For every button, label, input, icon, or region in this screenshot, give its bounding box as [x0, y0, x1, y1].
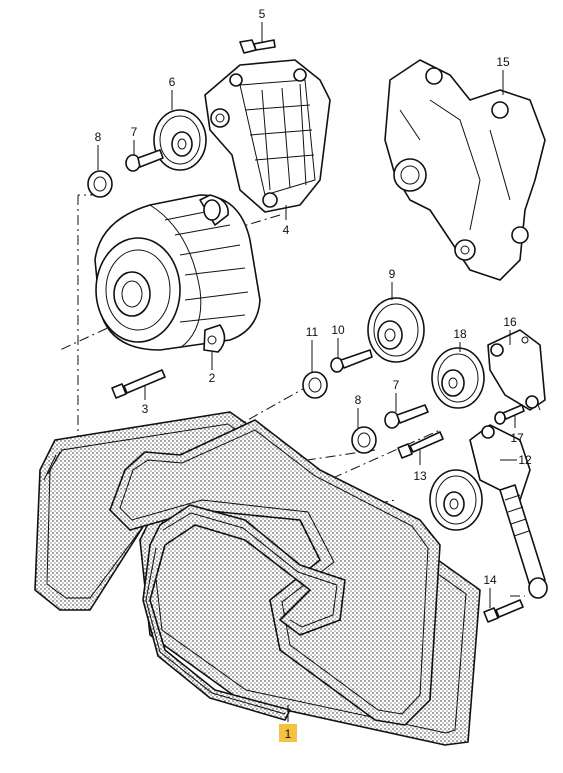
cap-11	[302, 371, 328, 399]
bracket	[204, 59, 331, 213]
bolt-10	[330, 349, 373, 373]
tensioner-12	[429, 424, 548, 599]
bracket-16	[487, 329, 546, 411]
callout-1: 1	[285, 727, 292, 741]
bolt-14	[483, 599, 524, 623]
bolt-5	[239, 39, 276, 54]
callout-1-highlight	[279, 724, 297, 742]
callout-5: 5	[259, 7, 266, 21]
bolt-3	[111, 369, 166, 399]
callout-17: 17	[510, 431, 524, 445]
bolt-17	[494, 404, 525, 425]
callout-12: 12	[518, 453, 532, 467]
callout-3-lower: 3	[142, 402, 149, 416]
belt-inner	[142, 504, 346, 721]
callout-8-top: 8	[95, 130, 102, 144]
callout-13: 13	[413, 469, 427, 483]
leader-lines	[97, 22, 517, 722]
callout-2: 2	[209, 371, 216, 385]
cap-8-top	[87, 170, 113, 198]
bolt-7-top	[125, 149, 164, 172]
callout-16: 16	[503, 315, 517, 329]
callout-7-top: 7	[131, 125, 138, 139]
bolt-7-lower	[384, 404, 429, 429]
callout-18: 18	[453, 327, 467, 341]
callout-4: 4	[283, 223, 290, 237]
bracket-15	[384, 59, 546, 281]
callout-7-lower: 7	[393, 378, 400, 392]
bolt-13	[397, 431, 444, 459]
callout-8-lower: 8	[355, 393, 362, 407]
callout-9: 9	[389, 267, 396, 281]
callout-11: 11	[306, 325, 319, 339]
idler-pulley-6	[153, 109, 207, 171]
callout-14: 14	[483, 573, 497, 587]
callout-15: 15	[496, 55, 510, 69]
cap-8-lower	[351, 426, 377, 454]
callout-10: 10	[331, 323, 345, 337]
callout-6: 6	[169, 75, 176, 89]
callouts: 1 2 3 4 5 6 7 7 8 8 9 10 11 12 13 14 15 …	[95, 7, 532, 741]
idler-pulley-18	[431, 347, 485, 409]
idler-pulley-9	[367, 297, 425, 363]
alternator	[94, 194, 261, 353]
